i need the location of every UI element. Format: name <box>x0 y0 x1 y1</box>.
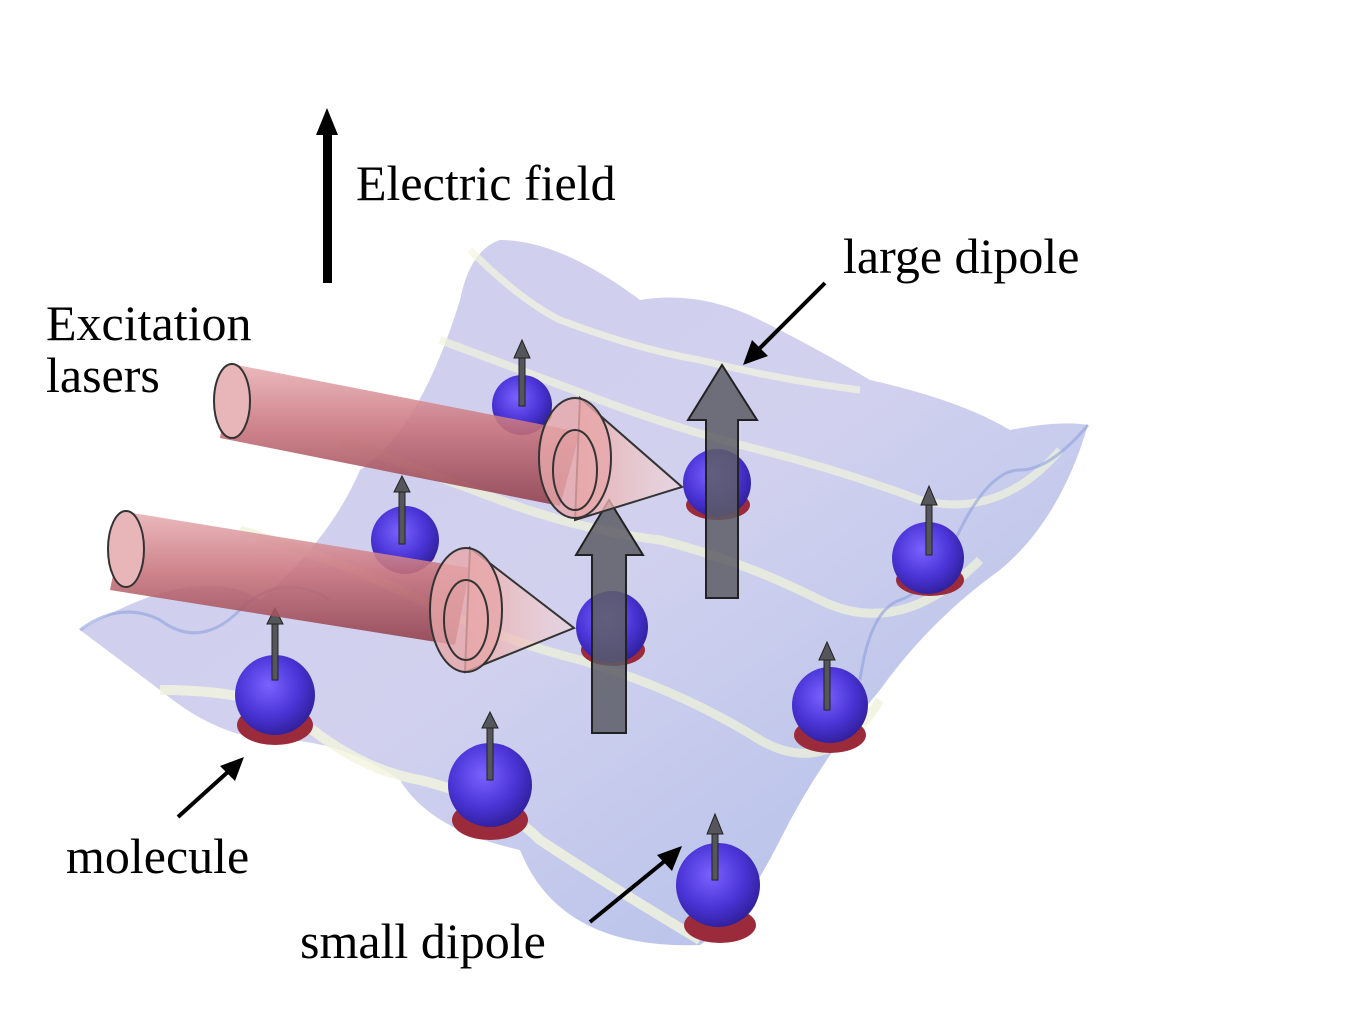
molecule <box>235 655 315 745</box>
small-dipole-arrow <box>481 710 499 781</box>
optical-lattice-surface <box>79 240 1090 946</box>
excitation-lasers-label-line2: lasers <box>46 347 160 403</box>
small-dipole-pointer-arrow <box>588 846 682 924</box>
electric-field-arrow <box>316 108 338 283</box>
large-dipole-arrow <box>686 363 759 599</box>
large-dipole-pointer-arrow <box>743 281 827 365</box>
large-dipole-arrows <box>574 363 759 734</box>
small-dipole-arrow <box>818 640 836 711</box>
large-dipole-arrow <box>574 498 645 734</box>
small-dipole-label: small dipole <box>300 913 546 969</box>
electric-field-label: Electric field <box>356 155 616 211</box>
small-dipole-arrow <box>513 338 531 407</box>
pointer-arrows <box>176 281 827 924</box>
molecule <box>892 522 964 596</box>
molecule-label: molecule <box>66 828 249 884</box>
excitation-lasers-label-line1: Excitation <box>46 295 252 351</box>
molecule <box>448 743 532 840</box>
small-dipole-arrow <box>706 812 724 881</box>
large-dipole-label: large dipole <box>843 228 1080 284</box>
small-dipole-arrows <box>266 338 938 881</box>
small-dipole-arrow <box>393 474 411 545</box>
molecule-pointer-arrow <box>176 757 244 819</box>
excitation-laser-top <box>213 363 685 522</box>
molecule <box>676 843 760 943</box>
excitation-laser-bottom <box>107 510 576 674</box>
small-dipole-arrow <box>920 484 938 556</box>
